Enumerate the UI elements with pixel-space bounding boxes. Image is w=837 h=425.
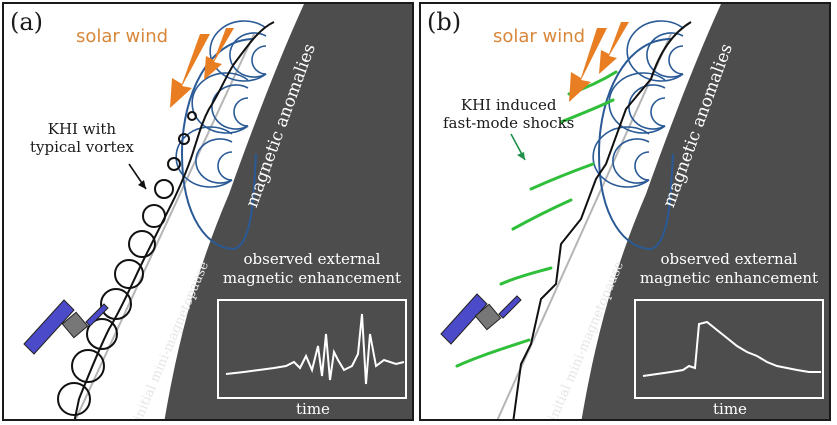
khi-annotation: KHI induced fast-mode shocks (443, 96, 574, 132)
solar-wind-label: solar wind (76, 26, 169, 47)
panel-b: (b) solar wind KHI induced fast-mode sho… (419, 2, 831, 421)
annotation-arrowhead (138, 180, 146, 189)
observation-box (217, 299, 407, 399)
obs-line-2: magnetic enhancement (639, 269, 819, 287)
observation-box (634, 299, 824, 399)
anomaly-loop (180, 38, 257, 251)
panel-a-diagram (23, 4, 412, 419)
satellite-icon (23, 299, 109, 355)
khi-annotation: KHI with typical vortex (30, 120, 134, 156)
observation-caption: observed external magnetic enhancement (218, 252, 406, 286)
solar-wind-arrows (569, 22, 629, 102)
shock-boundary (512, 21, 692, 419)
panel-letter: (b) (427, 8, 462, 36)
time-label: time (713, 400, 747, 418)
field-lines (175, 20, 267, 188)
time-label: time (296, 400, 330, 418)
solar-wind-arrows (170, 28, 234, 108)
obs-line-1: observed external (660, 250, 798, 268)
panel-b-diagram (440, 4, 829, 419)
magnetopause-line (496, 33, 672, 419)
lunar-surface (581, 4, 829, 419)
solar-wind-label: solar wind (493, 26, 586, 47)
anomaly-loop (597, 38, 674, 251)
observation-signal (225, 313, 405, 385)
magnetopause-line (74, 33, 255, 419)
annotation-arrowhead (517, 152, 525, 160)
panel-a: (a) solar wind KHI with typical vortex m… (2, 2, 414, 421)
obs-line-1: observed external (243, 250, 381, 268)
annotation-line-2: typical vortex (30, 138, 134, 156)
annotation-line-1: KHI with (47, 120, 117, 138)
observation-caption: observed external magnetic enhancement (635, 252, 823, 286)
satellite-icon (440, 293, 522, 345)
annotation-line-1: KHI induced (460, 96, 557, 114)
annotation-line-2: fast-mode shocks (443, 114, 575, 132)
observation-signal (642, 320, 821, 377)
panel-letter: (a) (10, 8, 44, 36)
khi-vortices (57, 21, 275, 419)
obs-line-2: magnetic enhancement (222, 269, 402, 287)
lunar-surface (164, 4, 412, 419)
